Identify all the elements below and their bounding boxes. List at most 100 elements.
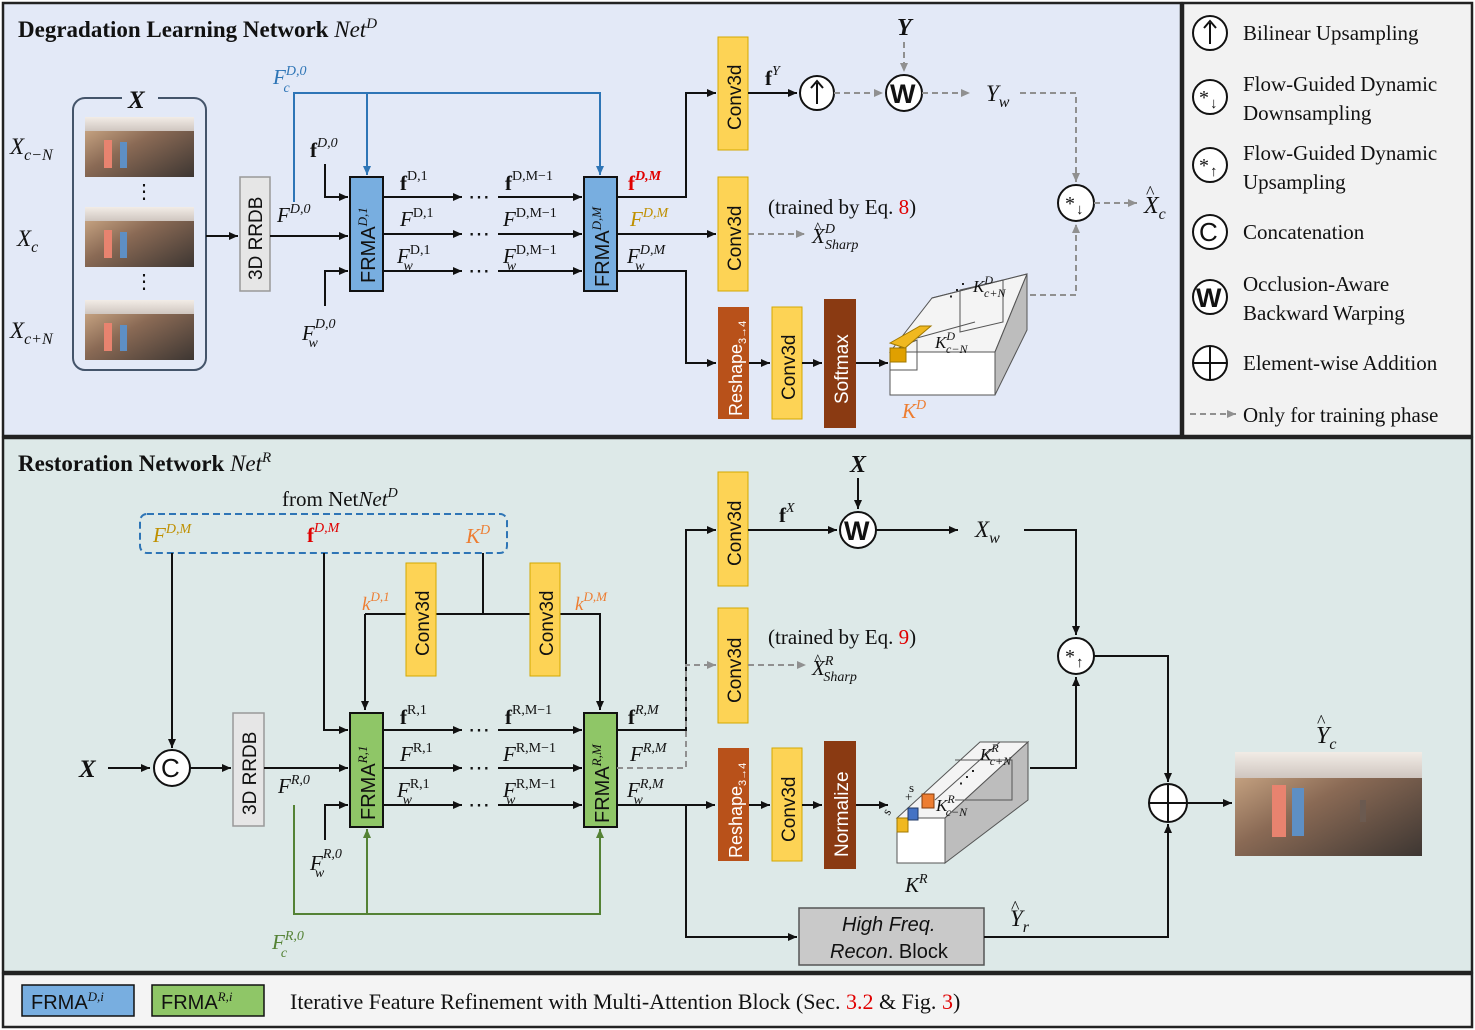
input-frame-bottom	[85, 300, 194, 360]
svg-text:*: *	[1199, 155, 1209, 177]
from-net-label: from NetNetD	[282, 486, 398, 511]
svg-text:Conv3d: Conv3d	[413, 591, 434, 657]
conv3d-d-mid	[717, 176, 749, 292]
legend: Bilinear Upsampling *↓ Flow-Guided Dynam…	[1190, 15, 1438, 427]
fc-r0-path	[293, 805, 604, 915]
svg-text:s: s	[879, 806, 895, 818]
svg-text:Normalize: Normalize	[832, 771, 853, 857]
warping-icon	[1192, 279, 1228, 315]
label-X-r: X	[78, 756, 97, 783]
frma-rm-block	[583, 712, 618, 828]
legend-label-0: Bilinear Upsampling	[1243, 21, 1419, 45]
flow-downsampling-icon	[1192, 79, 1228, 115]
svg-text:Conv3d: Conv3d	[779, 777, 800, 843]
svg-text:^: ^	[814, 652, 822, 669]
svg-text:s: s	[909, 780, 914, 795]
svg-text:⋯: ⋯	[468, 792, 490, 817]
fc-d0-path	[293, 92, 604, 202]
svg-text:3D RRDB: 3D RRDB	[240, 732, 261, 815]
svg-text:Softmax: Softmax	[832, 334, 853, 404]
legend-panel	[1181, 1, 1474, 438]
svg-text:KDc+N: KDc+N	[972, 273, 1006, 300]
concatenation-icon	[1192, 214, 1228, 250]
trained-by-eq-d: (trained by Eq. 8)	[768, 195, 916, 219]
legend-label-2a: Flow-Guided Dynamic	[1243, 141, 1437, 165]
svg-text:^: ^	[1011, 897, 1020, 917]
normalize-block	[824, 741, 856, 869]
svg-text:⋰: ⋰	[958, 767, 976, 787]
high-freq-recon-block	[798, 907, 985, 966]
svg-text:⋯: ⋯	[468, 717, 490, 742]
input-x-label: X	[127, 87, 146, 114]
reshape-r-block	[718, 748, 749, 861]
reshape-d-block	[718, 307, 749, 419]
conv3d-r-bottom	[771, 747, 803, 862]
trained-by-eq-r: (trained by Eq. 9)	[768, 625, 916, 649]
svg-text:↑: ↑	[1210, 164, 1218, 180]
conv3d-r-k1	[405, 562, 437, 677]
svg-text:↑: ↑	[1076, 655, 1084, 671]
legend-label-4a: Occlusion-Aware	[1243, 272, 1389, 296]
degradation-title: Degradation Learning Network NetD	[18, 16, 377, 42]
legend-label-3: Concatenation	[1243, 220, 1365, 244]
svg-text:W: W	[890, 79, 916, 109]
frma-r1-block	[349, 712, 384, 828]
svg-text:High Freq.: High Freq.	[842, 914, 935, 936]
svg-text:FRMAR,1: FRMAR,1	[355, 746, 380, 820]
frma-dm-label: FRMAD,M	[589, 206, 614, 287]
svg-text:*: *	[1199, 87, 1209, 109]
label-X-top-r: X	[849, 452, 867, 478]
rrdb-r-block	[232, 712, 265, 827]
input-frame-top	[85, 117, 194, 177]
svg-text:+: +	[905, 789, 912, 804]
legend-label-6: Only for training phase	[1243, 403, 1438, 427]
svg-text:*: *	[1065, 646, 1075, 668]
label-Y: Y	[897, 15, 914, 41]
svg-text:⋯: ⋯	[468, 221, 490, 246]
svg-text:Conv3d: Conv3d	[725, 65, 746, 131]
svg-text:Recon. Block: Recon. Block	[830, 941, 949, 963]
svg-text:Reshape3→4: Reshape3→4	[726, 321, 749, 416]
svg-text:^: ^	[1146, 182, 1155, 202]
svg-text:Conv3d: Conv3d	[725, 206, 746, 272]
svg-text:C: C	[1199, 217, 1218, 247]
output-frame	[1235, 752, 1422, 856]
svg-text:Conv3d: Conv3d	[779, 335, 800, 401]
svg-text:↓: ↓	[1076, 202, 1084, 218]
input-frame-center	[85, 207, 194, 267]
svg-text:FRMAR,i: FRMAR,i	[161, 989, 233, 1014]
legend-label-4b: Backward Warping	[1243, 301, 1405, 325]
rrdb-d-block	[239, 176, 271, 292]
svg-text:⋯: ⋯	[468, 184, 490, 209]
svg-text:⋯: ⋯	[468, 755, 490, 780]
flow-upsampling-icon	[1192, 147, 1228, 183]
svg-text:*: *	[1065, 193, 1075, 215]
vdots-2: ⋮	[134, 271, 154, 293]
svg-text:Conv3d: Conv3d	[725, 638, 746, 704]
legend-label-5: Element-wise Addition	[1243, 351, 1438, 375]
frma-d1-label: FRMAD,1	[355, 207, 380, 283]
svg-text:Conv3d: Conv3d	[725, 501, 746, 567]
footer-frma-r-swatch	[151, 984, 265, 1017]
svg-text:Conv3d: Conv3d	[537, 591, 558, 657]
restoration-title: Restoration Network NetR	[18, 450, 271, 476]
legend-label-1b: Downsampling	[1243, 101, 1372, 125]
conv3d-d-bottom	[771, 306, 803, 420]
softmax-block	[824, 299, 856, 428]
svg-text:⋰: ⋰	[948, 280, 966, 300]
svg-text:⋯: ⋯	[468, 258, 490, 283]
svg-text:Reshape3→4: Reshape3→4	[726, 763, 749, 858]
legend-label-1a: Flow-Guided Dynamic	[1243, 72, 1437, 96]
footer-caption: Iterative Feature Refinement with Multi-…	[290, 989, 960, 1014]
footer-frma-d-swatch	[21, 984, 135, 1017]
svg-text:FRMAR,M: FRMAR,M	[589, 743, 614, 823]
frma-dm-block	[583, 176, 618, 292]
vdots-1: ⋮	[134, 181, 154, 203]
svg-text:^: ^	[814, 220, 822, 237]
conv3d-r-mid	[717, 607, 749, 724]
